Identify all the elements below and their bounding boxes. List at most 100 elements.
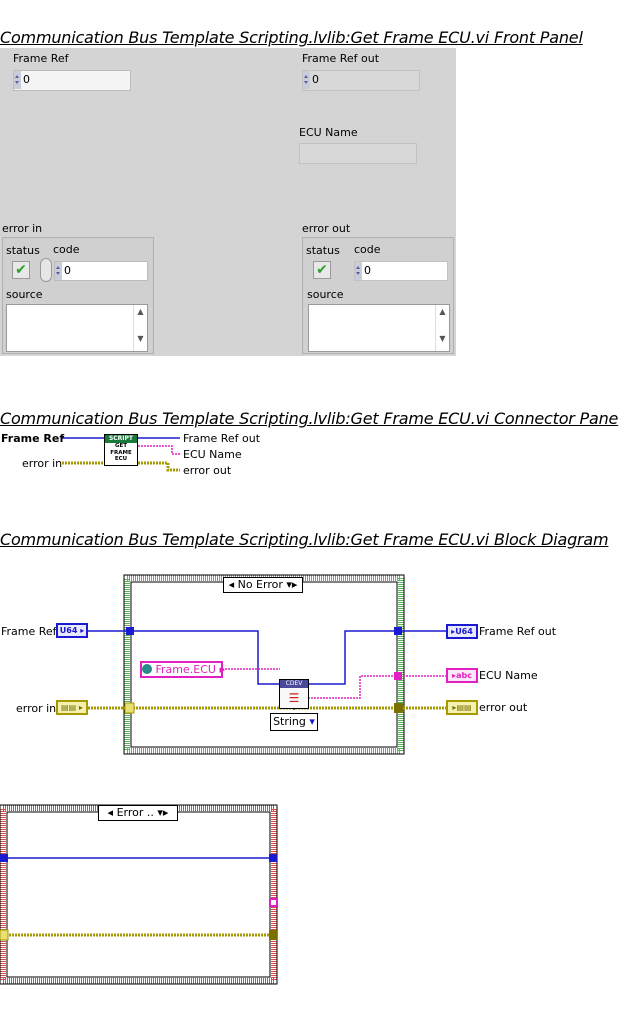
error-case-frame bbox=[0, 805, 277, 984]
property-constant-label[interactable]: Frame.ECU bbox=[155, 663, 216, 676]
bd-frame-ref-label: Frame Ref bbox=[1, 625, 57, 638]
property-constant[interactable]: Frame.ECU ▸ bbox=[140, 661, 225, 678]
error-case-inner-border bbox=[6, 811, 271, 978]
case-selector-label[interactable]: Error .. bbox=[116, 806, 154, 819]
node-list-icon: ☰ bbox=[288, 691, 300, 705]
error-out-status-label: status bbox=[306, 244, 340, 257]
frame-ref-label: Frame Ref bbox=[13, 52, 69, 65]
vi-icon[interactable]: SCRIPT GET FRAME ECU bbox=[104, 434, 138, 466]
case-prev-icon[interactable]: ◂ bbox=[228, 578, 235, 591]
vi-icon-line: GET bbox=[114, 443, 128, 449]
vi-icon-line: ECU bbox=[114, 456, 128, 462]
front-panel-title: Communication Bus Template Scripting.lvl… bbox=[0, 28, 583, 47]
increment-arrows-icon[interactable] bbox=[55, 262, 62, 280]
tunnel-frame-ref bbox=[126, 627, 134, 635]
frame-ref-control[interactable]: 0 bbox=[13, 70, 131, 91]
case-next-icon[interactable]: ▸ bbox=[291, 578, 298, 591]
check-icon: ✔ bbox=[316, 262, 328, 278]
scroll-up-icon[interactable]: ▲ bbox=[137, 307, 144, 316]
u64-tag: U64 bbox=[455, 627, 473, 636]
error-in-code-value[interactable]: 0 bbox=[64, 264, 71, 277]
error-out-source-textbox: ▲ ▼ bbox=[308, 304, 450, 352]
tunnel-frame-ref-out bbox=[394, 627, 402, 635]
frame-ref-out-indicator: 0 bbox=[302, 70, 420, 91]
error-out-wire bbox=[138, 461, 180, 472]
bd-error-out-label: error out bbox=[479, 701, 528, 714]
error-out-code-value: 0 bbox=[364, 264, 371, 277]
abc-tag: abc bbox=[456, 671, 472, 680]
tunnel-error-out bbox=[394, 703, 403, 713]
case-selector-error[interactable]: ◂ Error .. ▾▸ bbox=[98, 805, 178, 821]
case-structure-outer-border bbox=[123, 574, 405, 755]
ecu-name-terminal[interactable]: ▸abc bbox=[446, 668, 478, 683]
get-property-node[interactable]: CDEV ☰ bbox=[279, 679, 309, 709]
vi-icon-line: FRAME bbox=[110, 449, 132, 456]
cp-frame-ref-out-label: Frame Ref out bbox=[183, 432, 261, 445]
scrollbar[interactable]: ▲ ▼ bbox=[133, 305, 147, 351]
ecu-name-wire bbox=[138, 445, 180, 455]
case-selector-label[interactable]: No Error bbox=[237, 578, 283, 591]
block-diagram-title: Communication Bus Template Scripting.lvl… bbox=[0, 530, 609, 549]
case-prev-icon[interactable]: ◂ bbox=[107, 806, 114, 819]
error-in-terminal[interactable]: ▤▤ ▸ bbox=[56, 700, 88, 715]
ecu-name-label: ECU Name bbox=[299, 126, 358, 139]
ecu-name-wire bbox=[308, 675, 446, 699]
error-case-outer-border bbox=[0, 804, 278, 985]
error-in-source-label: source bbox=[6, 288, 43, 301]
error-in-status-checkbox[interactable]: ✔ bbox=[12, 261, 30, 279]
frame-ref-value[interactable]: 0 bbox=[23, 73, 30, 86]
error-in-code-control[interactable]: 0 bbox=[54, 261, 148, 281]
case-next-icon[interactable]: ▸ bbox=[162, 806, 169, 819]
error-out-terminal[interactable]: ▸▤▤ bbox=[446, 700, 478, 715]
increment-arrows-icon bbox=[303, 71, 310, 89]
frame-ref-terminal[interactable]: U64 ▸ bbox=[56, 623, 88, 638]
error-in-label: error in bbox=[2, 222, 43, 235]
check-icon: ✔ bbox=[15, 262, 27, 278]
chevron-down-icon[interactable]: ▾ bbox=[309, 715, 315, 728]
tunnel-ecu-name bbox=[394, 672, 402, 680]
case-selector-no-error[interactable]: ◂ No Error ▾▸ bbox=[223, 577, 303, 593]
block-diagram-no-error-svg bbox=[88, 574, 446, 755]
u64-tag: U64 bbox=[59, 626, 78, 635]
bd-error-in-label: error in bbox=[16, 702, 57, 715]
connector-pane-title: Communication Bus Template Scripting.lvl… bbox=[0, 409, 619, 428]
property-icon bbox=[142, 664, 152, 674]
error-in-code-label: code bbox=[53, 243, 80, 256]
error-tunnel-error-out bbox=[269, 930, 277, 940]
error-out-status-led: ✔ bbox=[313, 261, 331, 279]
block-diagram-error-svg bbox=[0, 804, 278, 985]
error-tunnel-out bbox=[269, 854, 277, 862]
chevron-down-icon[interactable]: ▾ bbox=[157, 806, 163, 819]
increment-arrows-icon bbox=[355, 262, 362, 280]
error-tunnel-error-in bbox=[0, 929, 9, 941]
error-out-code-label: code bbox=[354, 243, 381, 256]
type-selector-label[interactable]: String bbox=[273, 715, 306, 728]
bd-ecu-name-label: ECU Name bbox=[479, 669, 538, 682]
frame-ref-out-value: 0 bbox=[312, 73, 319, 86]
error-tunnel-in bbox=[0, 854, 8, 862]
connector-pane-wires bbox=[62, 437, 180, 472]
increment-arrows-icon[interactable] bbox=[14, 71, 21, 89]
scroll-down-icon[interactable]: ▼ bbox=[137, 334, 144, 343]
cp-error-out-label: error out bbox=[183, 464, 232, 477]
scroll-down-icon[interactable]: ▼ bbox=[439, 334, 446, 343]
ecu-name-indicator bbox=[299, 143, 417, 164]
tunnel-error-in bbox=[124, 702, 135, 714]
vi-icon-header: SCRIPT bbox=[105, 435, 137, 443]
node-tag: CDEV bbox=[280, 680, 308, 688]
error-tunnel-ecu-name bbox=[269, 898, 278, 907]
scrollbar[interactable]: ▲ ▼ bbox=[435, 305, 449, 351]
frame-ref-wire bbox=[88, 630, 282, 685]
error-in-code-stepper[interactable] bbox=[40, 258, 52, 282]
cp-frame-ref-label: Frame Ref bbox=[1, 432, 65, 445]
chevron-down-icon[interactable]: ▾ bbox=[286, 578, 292, 591]
error-in-status-label: status bbox=[6, 244, 40, 257]
error-in-source-textbox[interactable]: ▲ ▼ bbox=[6, 304, 148, 352]
error-out-source-label: source bbox=[307, 288, 344, 301]
scroll-up-icon[interactable]: ▲ bbox=[439, 307, 446, 316]
cp-ecu-name-label: ECU Name bbox=[183, 448, 242, 461]
frame-ref-out-terminal[interactable]: ▸U64 bbox=[446, 624, 478, 639]
error-out-label: error out bbox=[302, 222, 351, 235]
type-selector[interactable]: String ▾ bbox=[270, 713, 318, 731]
frame-ref-out-label: Frame Ref out bbox=[302, 52, 380, 65]
